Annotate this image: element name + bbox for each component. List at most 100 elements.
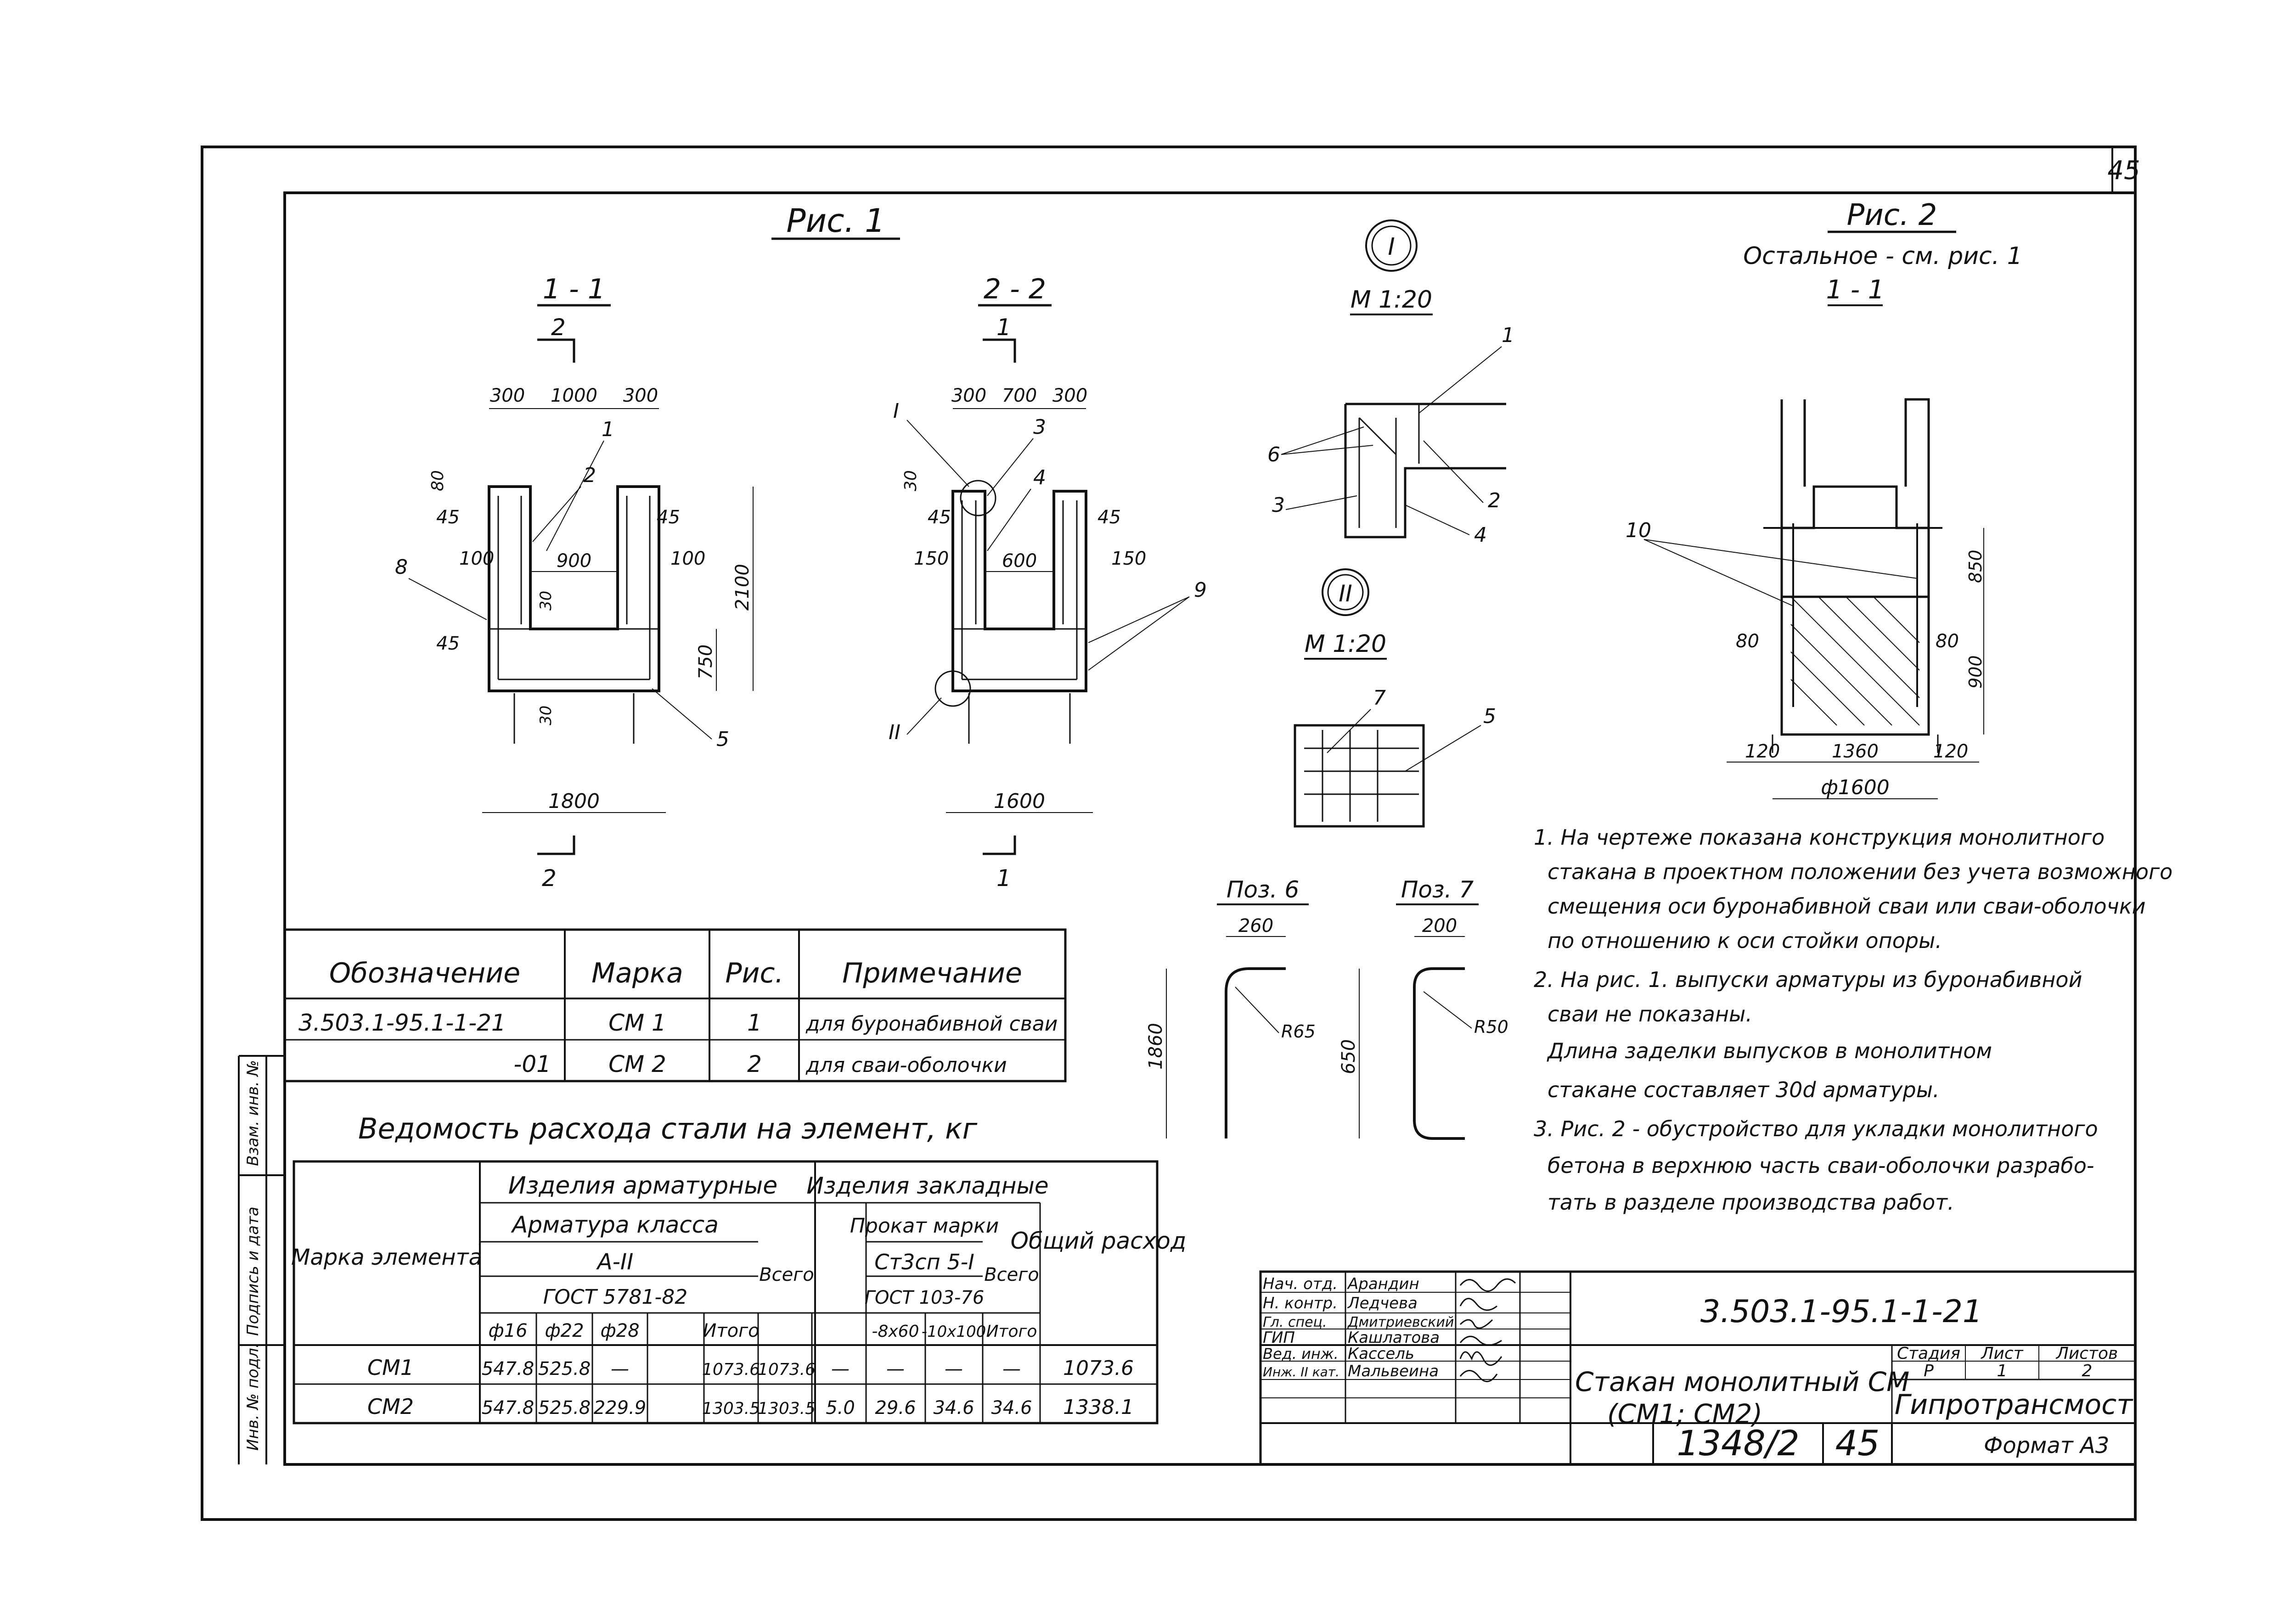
staff-name-2: Дмитриевский — [1347, 1314, 1454, 1330]
fig2-dim-80-left: 80 — [1736, 631, 1759, 652]
spec-header-designation: Обозначение — [329, 957, 520, 989]
staff-role-2: Гл. спец. — [1263, 1314, 1327, 1330]
steel-row1-mark: СМ1 — [367, 1355, 414, 1380]
signature-4 — [1459, 1351, 1503, 1366]
fig2: Рис. 2 Остальное - см. рис. 1 1 - 1 10 8… — [1626, 198, 2022, 799]
s22-callout-I: I — [893, 399, 899, 423]
s11-dim-right-1: 100 — [670, 548, 705, 569]
s11-dim-right-0: 45 — [657, 507, 680, 528]
title-block: Нач. отд. Арандин Н. контр. Ледчева Гл. … — [1259, 1270, 2137, 1466]
side-stamp: Инв. № подл. Подпись и дата Взам. инв. № — [238, 1055, 285, 1464]
steel-row2-vsego2: 34.6 — [991, 1397, 1032, 1419]
steel-row2-vsego: 1303.5 — [758, 1399, 816, 1418]
s22-callout-9: 9 — [1194, 578, 1207, 602]
staff-role-0: Нач. отд. — [1263, 1275, 1338, 1293]
title-sheet: 1 — [1997, 1362, 2008, 1380]
corner-box — [2111, 146, 2136, 194]
steel-h-class: А-II — [596, 1249, 633, 1275]
staff-name-1: Ледчева — [1347, 1294, 1418, 1312]
detail-2: II М 1:20 7 5 — [1294, 568, 1496, 828]
spec-header-mark: Марка — [591, 957, 683, 989]
inner-frame — [283, 191, 2137, 1466]
s11-dim-top-1: 1000 — [551, 385, 597, 406]
s22-callout-4: 4 — [1033, 466, 1046, 489]
s11-dim-left-2: 100 — [459, 548, 494, 569]
steel-row1-f28: — — [611, 1358, 629, 1379]
note-line-8: 3. Рис. 2 - обустройство для укладки мон… — [1534, 1116, 2098, 1141]
pos7-label: Поз. 7 — [1401, 876, 1474, 903]
staff-name-0: Арандин — [1347, 1275, 1419, 1293]
steel-row2-8x60: 5.0 — [826, 1397, 855, 1419]
fig2-dim-80-right: 80 — [1936, 631, 1959, 652]
s22-dim-left-1: 45 — [928, 507, 951, 528]
spec-row1-mark: СМ 1 — [608, 1009, 666, 1036]
steel-h-embed-group: Изделия закладные — [806, 1172, 1048, 1199]
steel-col-itogo-2: Итого — [986, 1322, 1037, 1341]
format-label: Формат А3 — [1984, 1433, 2109, 1458]
fig2-section: 1 - 1 — [1826, 275, 1884, 305]
staff-name-4: Кассель — [1348, 1345, 1414, 1363]
spec-row2-note: для сваи-оболочки — [805, 1054, 1007, 1077]
s11-dim-left-3: 45 — [436, 633, 460, 654]
album-number: 1348/2 — [1677, 1423, 1799, 1464]
title-sheet-h: Лист — [1980, 1344, 2023, 1363]
corner-number: 45 — [2107, 156, 2140, 185]
spec-row2-fig: 2 — [747, 1051, 762, 1077]
detail1-callout-1: 1 — [1502, 324, 1514, 347]
detail1-callout-3: 3 — [1272, 493, 1285, 517]
pos6-width: 260 — [1238, 915, 1273, 936]
pos7-radius: R50 — [1474, 1017, 1508, 1037]
title-stage-h: Стадия — [1897, 1344, 1960, 1363]
steel-row2-f28: 229.9 — [594, 1397, 647, 1419]
title-stage: Р — [1924, 1362, 1934, 1380]
steel-h-rebar-class: Арматура класса — [511, 1211, 719, 1238]
signature-0 — [1459, 1278, 1516, 1292]
staff-role-4: Вед. инж. — [1263, 1345, 1339, 1363]
spec-row1-note: для буронабивной сваи — [805, 1012, 1058, 1036]
note-line-9: бетона в верхнюю часть сваи-оболочки раз… — [1548, 1153, 2094, 1178]
note-line-7: стакане составляет 30d арматуры. — [1548, 1077, 1940, 1102]
title-org: Гипротрансмост — [1895, 1389, 2133, 1421]
detail1-marker: I — [1388, 233, 1395, 261]
note-line-1: стакана в проектном положении без учета … — [1548, 859, 2172, 884]
steel-row1-f22: 525.8 — [538, 1358, 591, 1379]
s22-dim-inner-0: 600 — [1002, 550, 1037, 572]
spec-header-note: Примечание — [842, 957, 1022, 989]
s22-dim-left-0: 30 — [901, 470, 920, 491]
s11-label: 1 - 1 — [543, 273, 605, 305]
note-line-3: по отношению к оси стойки опоры. — [1548, 928, 1942, 953]
steel-table: Ведомость расхода стали на элемент, кг М… — [291, 1112, 1186, 1424]
steel-row2-f16: 547.8 — [482, 1397, 535, 1419]
detail2-scale: М 1:20 — [1305, 630, 1386, 658]
note-line-5: сваи не показаны. — [1548, 1002, 1752, 1026]
spec-row1-designation: 3.503.1-95.1-1-21 — [298, 1009, 506, 1036]
signature-1 — [1459, 1298, 1497, 1311]
steel-h-profile: Прокат марки — [850, 1214, 999, 1238]
side-replace-label: Взам. инв. № — [244, 1060, 262, 1166]
steel-col-8x60: -8х60 — [872, 1322, 919, 1341]
s11-dim-top-0: 300 — [490, 385, 525, 406]
spec-row2-designation: -01 — [513, 1051, 551, 1077]
steel-h-gost1: ГОСТ 5781-82 — [543, 1285, 688, 1309]
steel-col-f22: ф22 — [545, 1320, 584, 1341]
title-name-1: Стакан монолитный СМ — [1575, 1366, 1909, 1397]
steel-h-vsego-2: Всего — [984, 1264, 1039, 1285]
pos7: Поз. 7 200 650 R50 — [1338, 876, 1508, 1140]
signature-2 — [1459, 1319, 1493, 1329]
s11-width: 1800 — [548, 790, 600, 813]
pos7-width: 200 — [1422, 915, 1457, 936]
steel-col-f16: ф16 — [488, 1320, 527, 1341]
steel-row1-total: 1073.6 — [1063, 1357, 1134, 1380]
fig2-dim-diameter: ф1600 — [1821, 776, 1890, 799]
s11-dim-inner-1: 30 — [537, 591, 555, 611]
s22-callout-3: 3 — [1033, 415, 1046, 439]
signature-3 — [1459, 1335, 1502, 1346]
staff-role-5: Инж. II кат. — [1263, 1364, 1339, 1379]
s11-callout-2: 2 — [583, 464, 596, 487]
spec-header-fig: Рис. — [725, 957, 783, 989]
s11-callout-5: 5 — [716, 728, 729, 751]
s11-dim-left-1: 45 — [436, 507, 460, 528]
pos6-radius: R65 — [1281, 1021, 1316, 1042]
spec-table: Обозначение Марка Рис. Примечание 3.503.… — [283, 928, 1067, 1082]
